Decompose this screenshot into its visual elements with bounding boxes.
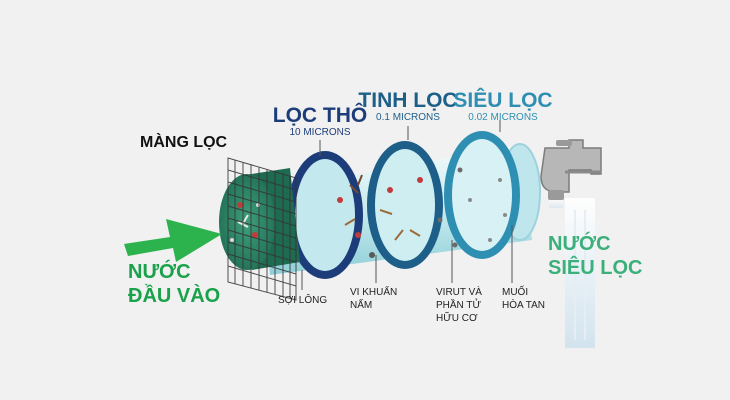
stage-size: 0.02 MICRONS <box>468 112 538 123</box>
mesh-grid-icon <box>227 157 297 301</box>
filter-ring-1 <box>287 151 363 279</box>
contaminant-line: VIRUT VÀ <box>436 287 482 298</box>
filter-ring-2 <box>367 141 443 269</box>
stage-size: 10 MICRONS <box>289 127 351 138</box>
contaminant-line: NẤM <box>350 300 373 311</box>
stage-title: LỌC THÔ <box>272 104 368 127</box>
outlet-label: NƯỚC SIÊU LỌC <box>548 232 642 280</box>
stage-label-coarse: LỌC THÔ 10 MICRONS <box>268 105 372 139</box>
stage-size: 0.1 MICRONS <box>376 112 440 123</box>
contaminant-fibers: SỢI LÔNG <box>278 294 327 307</box>
membrane-label: MÀNG LỌC <box>140 134 228 151</box>
stage-label-fine: TINH LỌC 0.1 MICRONS <box>352 90 464 124</box>
stage-label-ultra: SIÊU LỌC 0.02 MICRONS <box>448 90 558 124</box>
inlet-line2: ĐẦU VÀO <box>128 285 221 307</box>
contaminant-line: VI KHUẨN <box>350 287 398 298</box>
outlet-line2: SIÊU LỌC <box>548 257 643 279</box>
contaminant-line: HỮU CƠ <box>436 313 478 324</box>
contaminant-bacteria: VI KHUẨN NẤM <box>350 286 397 312</box>
filter-ring-3 <box>444 131 520 259</box>
inlet-label: NƯỚC ĐẦU VÀO <box>128 260 220 308</box>
contaminant-line: HÒA TAN <box>502 300 545 311</box>
inlet-arrow-icon <box>124 219 222 262</box>
contaminant-salts: MUỐI HÒA TAN <box>502 286 545 312</box>
particles <box>337 167 507 258</box>
stage-title: SIÊU LỌC <box>453 89 553 112</box>
outlet-line1: NƯỚC <box>548 233 611 255</box>
contaminant-virus: VIRUT VÀ PHẦN TỬ HỮU CƠ <box>436 286 482 325</box>
inlet-line1: NƯỚC <box>128 261 191 283</box>
contaminant-line: PHẦN TỬ <box>436 300 482 311</box>
contaminant-line: MUỐI <box>502 287 529 298</box>
stage-title: TINH LỌC <box>358 89 458 112</box>
callout-lines <box>301 120 513 290</box>
faucet-icon <box>540 139 602 348</box>
contaminant-line: SỢI LÔNG <box>278 295 328 306</box>
